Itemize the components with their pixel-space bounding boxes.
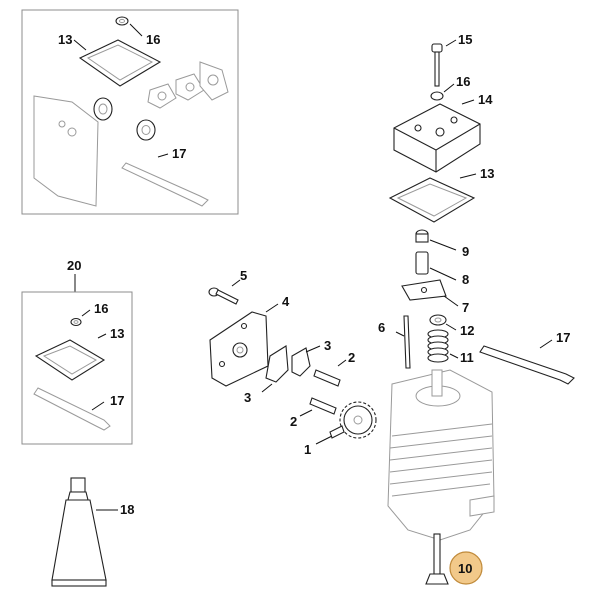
shaft-seal-b[interactable] bbox=[136, 119, 156, 141]
callout-1: 1 bbox=[304, 442, 311, 457]
part-11-valve-spring[interactable]: 11 bbox=[427, 329, 474, 365]
callout-8: 8 bbox=[462, 272, 469, 287]
shaft-seal-a[interactable] bbox=[93, 97, 113, 121]
part-17-tool-top[interactable] bbox=[121, 162, 209, 207]
callout-15: 15 bbox=[458, 32, 472, 47]
callout-3-left: 3 bbox=[244, 390, 251, 405]
part-18-sealant-tube[interactable]: 18 bbox=[51, 477, 134, 587]
part-13-gasket-top[interactable] bbox=[78, 39, 162, 87]
part-5-screw[interactable]: 5 bbox=[208, 268, 247, 305]
callout-18: 18 bbox=[120, 502, 134, 517]
part-1-cam-gear[interactable]: 1 bbox=[304, 401, 377, 457]
callout-13-kit: 13 bbox=[110, 326, 124, 341]
part-7-rocker-arm[interactable]: 7 bbox=[401, 279, 469, 315]
callout-20: 20 bbox=[67, 258, 81, 273]
part-16-washer-right[interactable]: 16 bbox=[430, 74, 470, 101]
flat-gasket-plate[interactable] bbox=[33, 95, 99, 207]
cylinder-block[interactable] bbox=[387, 369, 495, 541]
part-16-washer-top[interactable] bbox=[115, 16, 129, 26]
callout-6: 6 bbox=[378, 320, 385, 335]
part-10-valve[interactable]: 10 bbox=[425, 533, 483, 585]
part-16-washer-kit[interactable] bbox=[70, 317, 82, 327]
part-13-gasket-right[interactable]: 13 bbox=[388, 166, 494, 223]
callout-9: 9 bbox=[462, 244, 469, 259]
callout-16-kit-top: 16 bbox=[146, 32, 160, 47]
gasket-kit-box: 13 16 17 bbox=[21, 9, 239, 215]
callout-10: 10 bbox=[458, 561, 472, 576]
part-9-valve-cap[interactable]: 9 bbox=[415, 229, 469, 259]
callout-2-left: 2 bbox=[290, 414, 297, 429]
callout-2-right: 2 bbox=[348, 350, 355, 365]
callout-13-kit-top: 13 bbox=[58, 32, 72, 47]
small-gasket-c[interactable] bbox=[199, 61, 229, 101]
callout-17-kit-top: 17 bbox=[172, 146, 186, 161]
small-gasket-a[interactable] bbox=[147, 83, 177, 109]
callout-16-kit: 16 bbox=[94, 301, 108, 316]
kit-20-box: 20 16 13 17 bbox=[21, 258, 133, 445]
callout-16-right: 16 bbox=[456, 74, 470, 89]
part-3-lever-b[interactable]: 3 bbox=[291, 338, 331, 377]
callout-12: 12 bbox=[460, 323, 474, 338]
callout-5: 5 bbox=[240, 268, 247, 283]
part-12-spring-retainer[interactable]: 12 bbox=[429, 314, 474, 338]
callout-11: 11 bbox=[460, 350, 474, 365]
part-14-valve-cover[interactable]: 14 bbox=[393, 92, 493, 173]
part-2-pin-a[interactable]: 2 bbox=[313, 350, 355, 387]
part-17-tool-kit[interactable] bbox=[33, 387, 111, 431]
callout-13-right: 13 bbox=[480, 166, 494, 181]
callout-3-right: 3 bbox=[324, 338, 331, 353]
part-13-gasket-kit[interactable] bbox=[34, 339, 106, 381]
part-4-cam-cover[interactable]: 4 bbox=[209, 294, 290, 387]
part-8-guide-sleeve[interactable]: 8 bbox=[415, 251, 469, 287]
callout-7: 7 bbox=[462, 300, 469, 315]
callout-10-highlight bbox=[449, 551, 483, 585]
part-15-screw[interactable]: 15 bbox=[431, 32, 472, 87]
callout-17-right: 17 bbox=[556, 330, 570, 345]
part-3-lever-a[interactable]: 3 bbox=[244, 345, 289, 405]
part-17-tool-right[interactable]: 17 bbox=[479, 330, 575, 385]
callout-4: 4 bbox=[282, 294, 290, 309]
callout-14: 14 bbox=[478, 92, 493, 107]
callout-17-kit: 17 bbox=[110, 393, 124, 408]
small-gasket-b[interactable] bbox=[175, 73, 205, 101]
part-6-push-rod[interactable]: 6 bbox=[378, 315, 411, 369]
part-2-pin-b[interactable]: 2 bbox=[290, 397, 337, 429]
